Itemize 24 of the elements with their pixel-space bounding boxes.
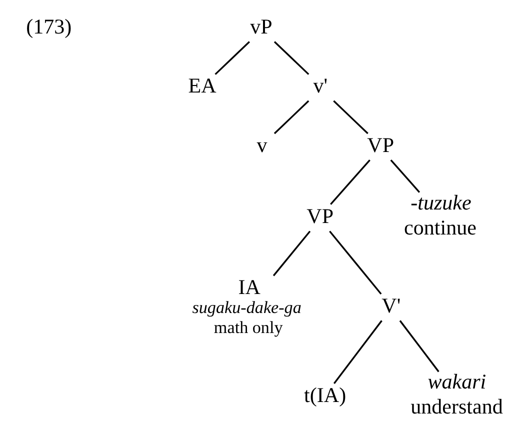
- node-label: sugaku-dake-ga: [192, 298, 302, 317]
- connector: [329, 230, 382, 294]
- connector: [333, 320, 382, 384]
- node-text: v: [256, 132, 268, 156]
- node-text: V': [382, 292, 401, 317]
- connector: [274, 40, 310, 74]
- node-text: EA: [188, 73, 216, 98]
- connector: [330, 158, 370, 204]
- connector: [214, 40, 250, 74]
- connector: [274, 100, 310, 134]
- connector: [272, 230, 311, 276]
- node-text: IA: [238, 274, 260, 298]
- label: (173): [26, 14, 72, 38]
- connector: [399, 320, 440, 372]
- node-text: wakari understand: [410, 369, 503, 418]
- node-text: VP: [306, 203, 334, 228]
- node-text: vP: [250, 14, 272, 38]
- connector: [390, 158, 420, 192]
- node-text: VP: [367, 132, 394, 156]
- node-text: v': [313, 73, 328, 98]
- connector: [333, 100, 368, 134]
- node-text: -tuzuke continue: [404, 190, 476, 240]
- node-text: t(IA): [304, 382, 346, 406]
- node-label: math only: [214, 317, 283, 336]
